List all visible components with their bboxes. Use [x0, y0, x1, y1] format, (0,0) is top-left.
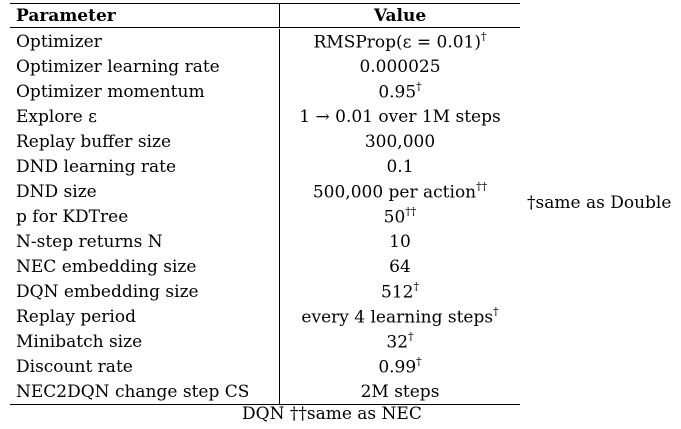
value-text: 300,000 — [364, 131, 436, 152]
value-cell: 10 — [280, 232, 520, 252]
value-cell: 500,000 per action†† — [280, 179, 520, 203]
table-header-rule — [10, 27, 520, 28]
value-cell: every 4 learning steps† — [280, 304, 520, 328]
table-row: DND learning rate 0.1 — [10, 154, 520, 179]
parameter-cell: DND learning rate — [10, 154, 280, 179]
table-row: Optimizer learning rate 0.000025 — [10, 54, 520, 79]
value-cell: RMSProp(ε = 0.01)† — [280, 29, 520, 53]
footnote-bottom: DQN ††same as NEC — [242, 404, 422, 424]
table-bottom-rule — [10, 404, 520, 405]
footnote-mark: † — [408, 329, 414, 343]
footnote-mark: † — [413, 279, 419, 293]
value-text: 1 → 0.01 over 1M steps — [299, 106, 501, 127]
value-text: 0.95 — [378, 82, 417, 103]
parameter-cell: p for KDTree — [10, 204, 280, 229]
header-parameter: Parameter — [10, 4, 280, 27]
value-text: 10 — [389, 231, 411, 252]
value-text: 512 — [381, 282, 414, 303]
value-cell: 1 → 0.01 over 1M steps — [280, 107, 520, 127]
table-row: Explore ε 1 → 0.01 over 1M steps — [10, 104, 520, 129]
value-text: 500,000 per action — [312, 182, 477, 203]
table-row: N-step returns N 10 — [10, 229, 520, 254]
parameter-cell: Discount rate — [10, 354, 280, 379]
value-text: 2M steps — [360, 381, 440, 402]
parameter-cell: Optimizer learning rate — [10, 54, 280, 79]
value-text: 64 — [389, 256, 411, 277]
table-row: Replay buffer size 300,000 — [10, 129, 520, 154]
parameter-cell: Optimizer momentum — [10, 79, 280, 104]
parameter-cell: N-step returns N — [10, 229, 280, 254]
parameter-cell: Explore ε — [10, 104, 280, 129]
parameter-cell: NEC2DQN change step CS — [10, 379, 280, 404]
footnote-mark: † — [493, 304, 499, 318]
value-cell: 64 — [280, 257, 520, 277]
header-value: Value — [373, 5, 427, 26]
value-text: every 4 learning steps — [301, 307, 494, 328]
footnote-right: †same as Double — [527, 193, 672, 213]
value-text: 0.000025 — [359, 56, 441, 77]
table-row: NEC embedding size 64 — [10, 254, 520, 279]
value-cell: 32† — [280, 329, 520, 353]
table-top-rule — [10, 3, 520, 4]
footnote-mark: † — [481, 29, 487, 43]
parameter-cell: Optimizer — [10, 29, 280, 54]
value-cell: 300,000 — [280, 132, 520, 152]
value-cell: 0.95† — [280, 79, 520, 103]
value-cell: 512† — [280, 279, 520, 303]
footnote-mark: †† — [476, 179, 488, 193]
value-cell: 0.99† — [280, 354, 520, 378]
value-text: 0.99 — [378, 357, 417, 378]
value-text: 0.1 — [386, 156, 414, 177]
footnote-mark: † — [416, 79, 422, 93]
parameter-cell: NEC embedding size — [10, 254, 280, 279]
value-cell: 0.000025 — [280, 57, 520, 77]
footnote-mark: †† — [405, 204, 417, 218]
parameter-cell: Replay buffer size — [10, 129, 280, 154]
value-cell: 50†† — [280, 204, 520, 228]
table-header-row: Parameter Value — [10, 4, 520, 27]
value-cell: 2M steps — [280, 382, 520, 402]
parameter-cell: DQN embedding size — [10, 279, 280, 304]
parameter-cell: Minibatch size — [10, 329, 280, 354]
table-row: NEC2DQN change step CS 2M steps — [10, 379, 520, 404]
parameter-cell: DND size — [10, 179, 280, 204]
value-text: 32 — [386, 332, 409, 353]
value-text: 50 — [383, 207, 406, 228]
value-text: RMSProp(ε = 0.01) — [313, 32, 481, 53]
parameter-cell: Replay period — [10, 304, 280, 329]
footnote-mark: † — [416, 354, 422, 368]
value-cell: 0.1 — [280, 157, 520, 177]
